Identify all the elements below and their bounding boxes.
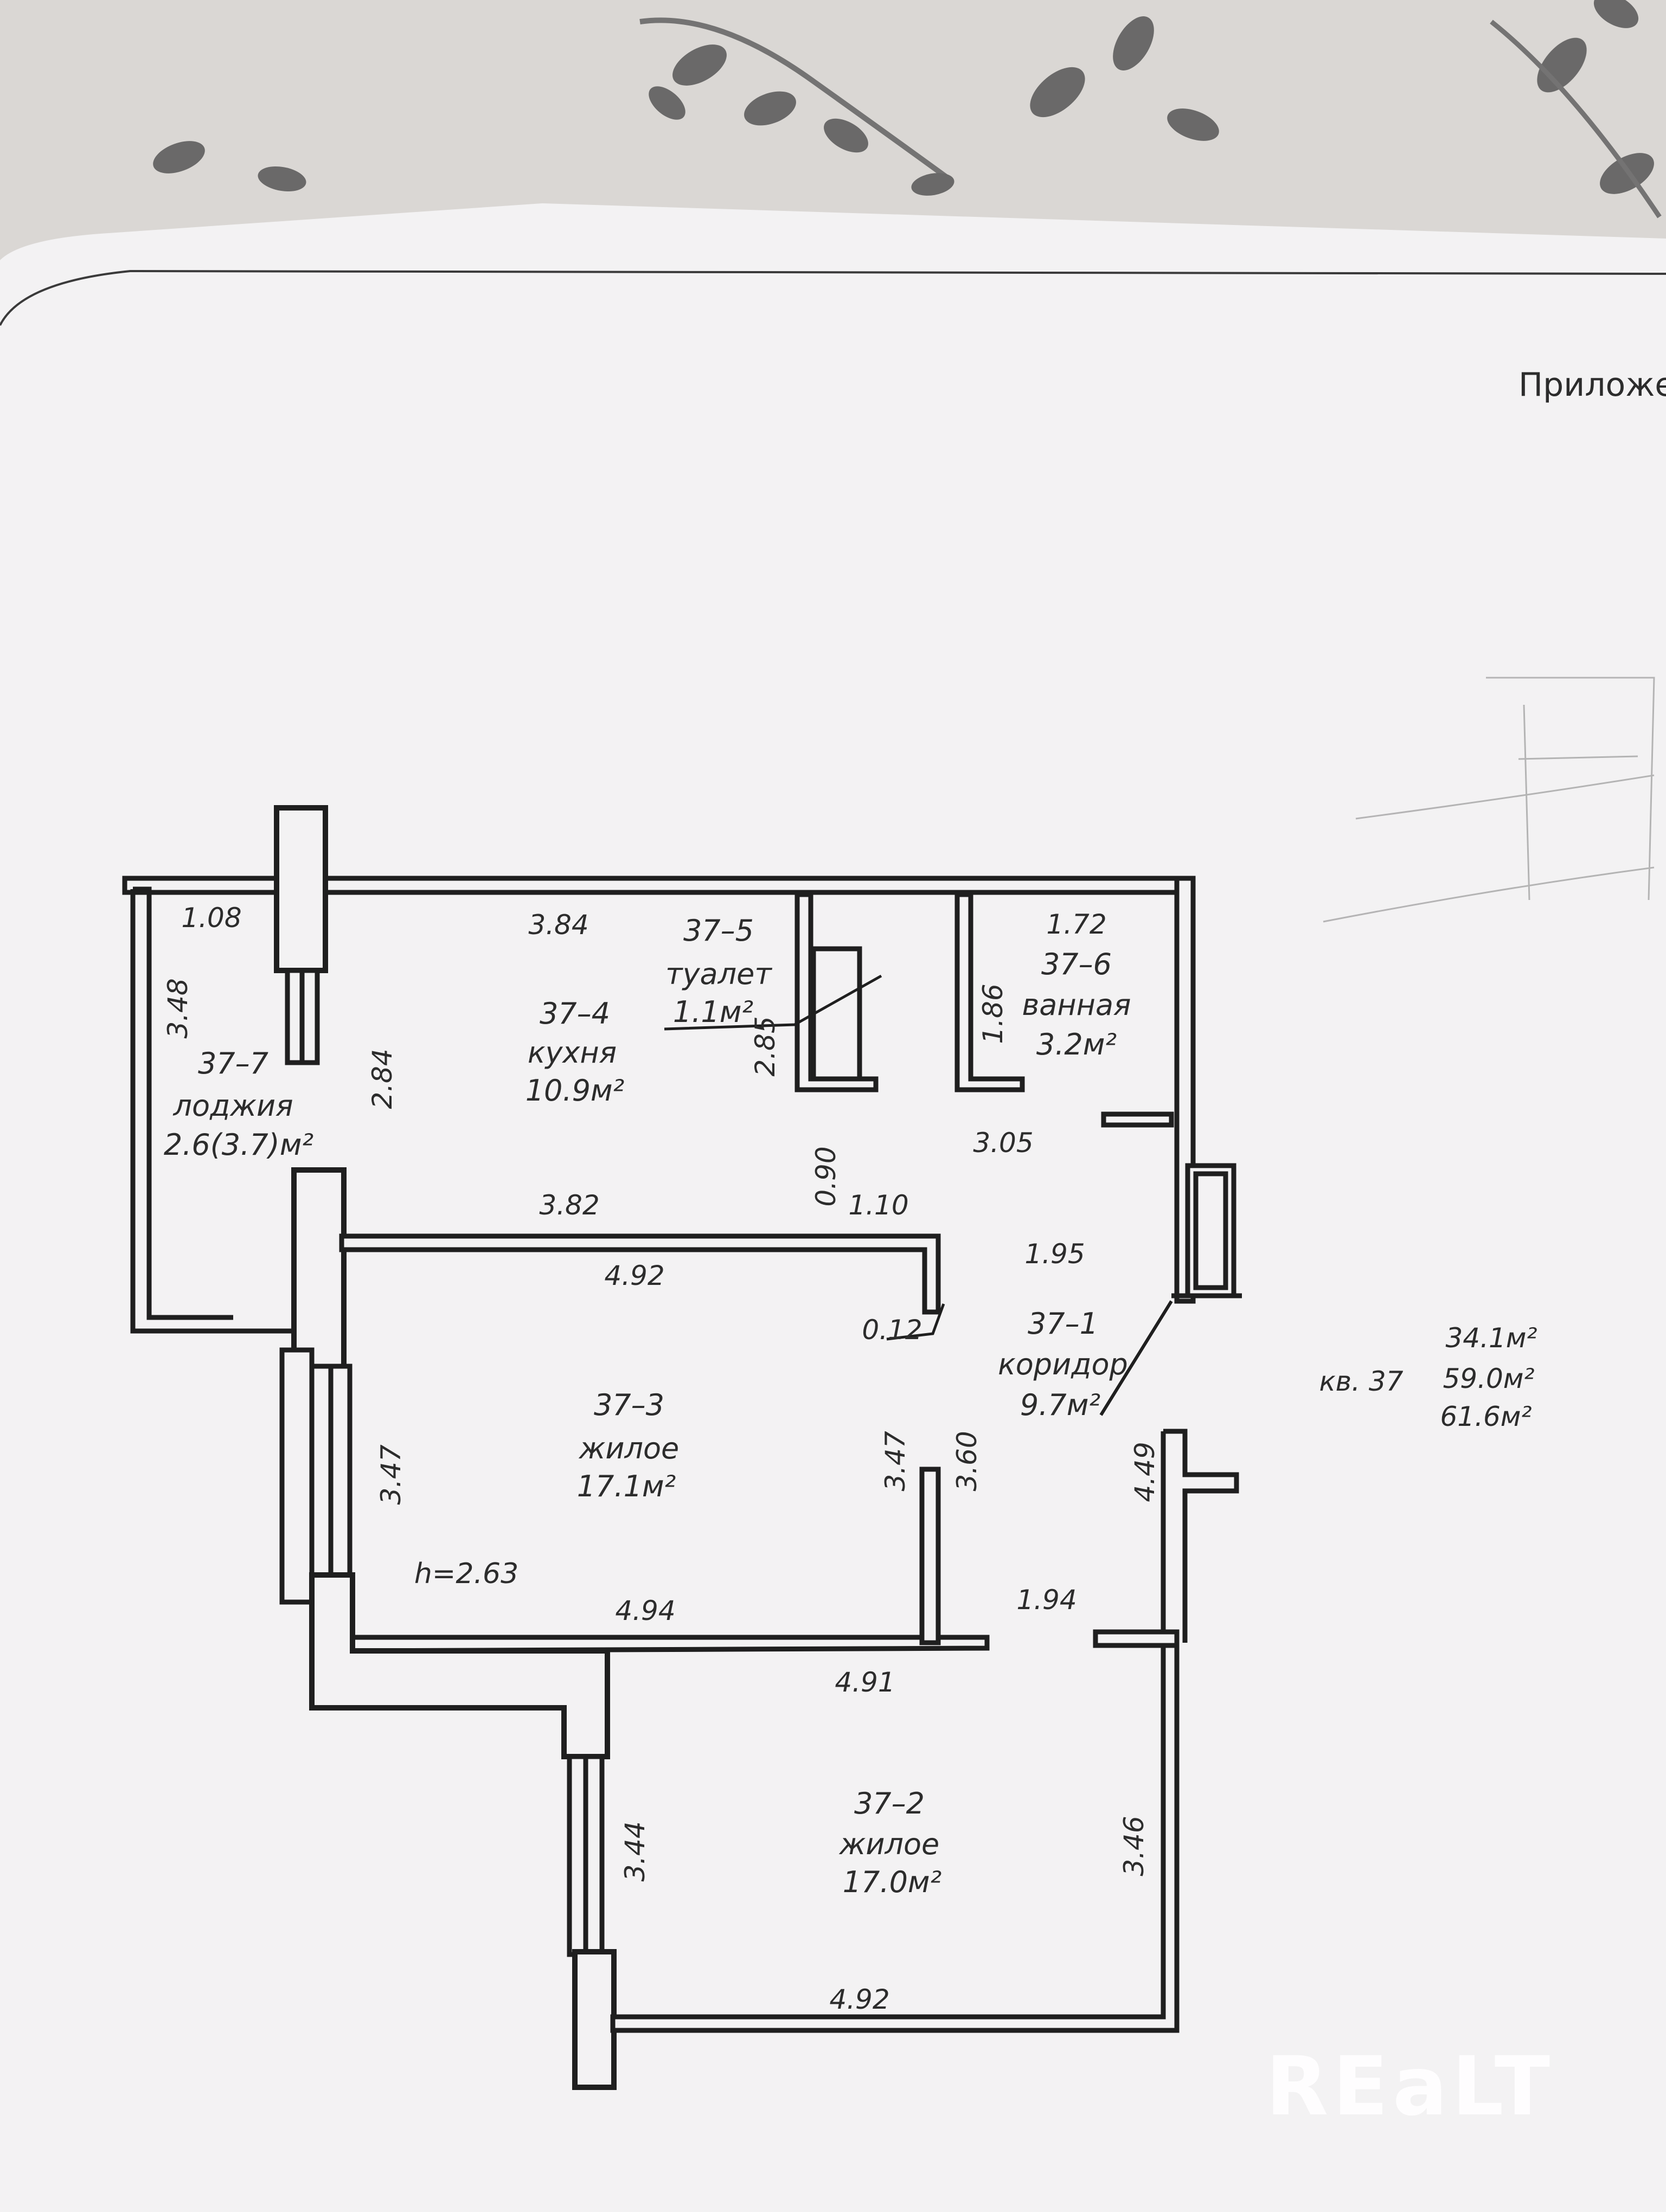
- paper-frame-line: [0, 269, 1666, 326]
- room-37-5-number: 37–5: [683, 914, 754, 948]
- room-37-3-area: 17.1м²: [577, 1469, 676, 1503]
- dim-label: 4.92: [604, 1260, 664, 1291]
- ceiling-height-label: h=2.63: [414, 1558, 518, 1590]
- room-37-4-name: кухня: [528, 1036, 617, 1070]
- room-37-7-name: лоджия: [172, 1089, 293, 1123]
- dim-label: 1.08: [181, 902, 241, 934]
- room-37-1-number: 37–1: [1028, 1307, 1098, 1341]
- room-37-1-area: 9.7м²: [1020, 1388, 1100, 1422]
- dim-label: 4.94: [615, 1595, 675, 1626]
- total-area-value: 59.0м²: [1443, 1363, 1534, 1394]
- dim-label: 1.86: [977, 983, 1009, 1044]
- room-37-2-number: 37–2: [854, 1786, 925, 1821]
- paper-sheet: [0, 203, 1666, 2212]
- dim-label: 3.84: [528, 909, 588, 941]
- dim-label: 4.91: [835, 1667, 895, 1698]
- room-37-6-name: ванная: [1022, 988, 1131, 1022]
- dim-label: 1.95: [1024, 1238, 1085, 1270]
- room-37-2-name: жилое: [838, 1827, 940, 1861]
- room-37-2-area: 17.0м²: [843, 1865, 942, 1899]
- dim-label: 3.60: [951, 1431, 983, 1491]
- leader-lines: [664, 974, 945, 1341]
- room-37-4-area: 10.9м²: [526, 1073, 625, 1108]
- dim-label: 3.47: [375, 1444, 407, 1505]
- realt-watermark: REaLT: [1266, 2040, 1554, 2134]
- dim-label: 3.82: [539, 1189, 599, 1221]
- dim-label: 3.48: [162, 978, 194, 1038]
- walls: [122, 805, 1242, 2090]
- room-37-7-area: 2.6(3.7)м²: [164, 1128, 313, 1162]
- dim-label: 1.10: [848, 1189, 908, 1221]
- leaf-pattern: [153, 0, 1662, 218]
- total-area-with-loggia-value: 61.6м²: [1440, 1401, 1532, 1432]
- dim-label: 3.44: [619, 1821, 651, 1881]
- room-37-3-name: жилое: [578, 1431, 680, 1465]
- dim-label: 4.49: [1129, 1442, 1161, 1502]
- room-37-7-number: 37–7: [198, 1046, 268, 1081]
- room-37-4-number: 37–4: [540, 996, 610, 1031]
- living-area-value: 34.1м²: [1445, 1322, 1537, 1354]
- room-37-1-name: коридор: [998, 1347, 1128, 1381]
- dim-label: 1.72: [1046, 909, 1106, 940]
- dim-label: 3.47: [880, 1431, 911, 1491]
- dim-label: 2.84: [367, 1049, 398, 1109]
- room-37-5-name: туалет: [665, 957, 772, 991]
- dim-label: 3.46: [1118, 1816, 1150, 1876]
- pencil-scribbles: [1323, 677, 1655, 923]
- apartment-number: кв. 37: [1319, 1366, 1403, 1397]
- room-37-3-number: 37–3: [594, 1388, 664, 1422]
- room-37-6-area: 3.2м²: [1036, 1027, 1117, 1062]
- dim-label: 1.94: [1016, 1584, 1077, 1616]
- room-37-6-number: 37–6: [1041, 947, 1112, 981]
- dim-label: 0.90: [810, 1146, 842, 1206]
- dim-label: 4.92: [829, 1984, 889, 2015]
- dim-label: 2.85: [749, 1016, 781, 1076]
- annex-label: Приложе: [1518, 366, 1666, 404]
- room-37-5-area: 1.1м²: [673, 995, 753, 1029]
- dim-label: 3.05: [973, 1127, 1033, 1159]
- dim-label: 0.12: [862, 1314, 922, 1346]
